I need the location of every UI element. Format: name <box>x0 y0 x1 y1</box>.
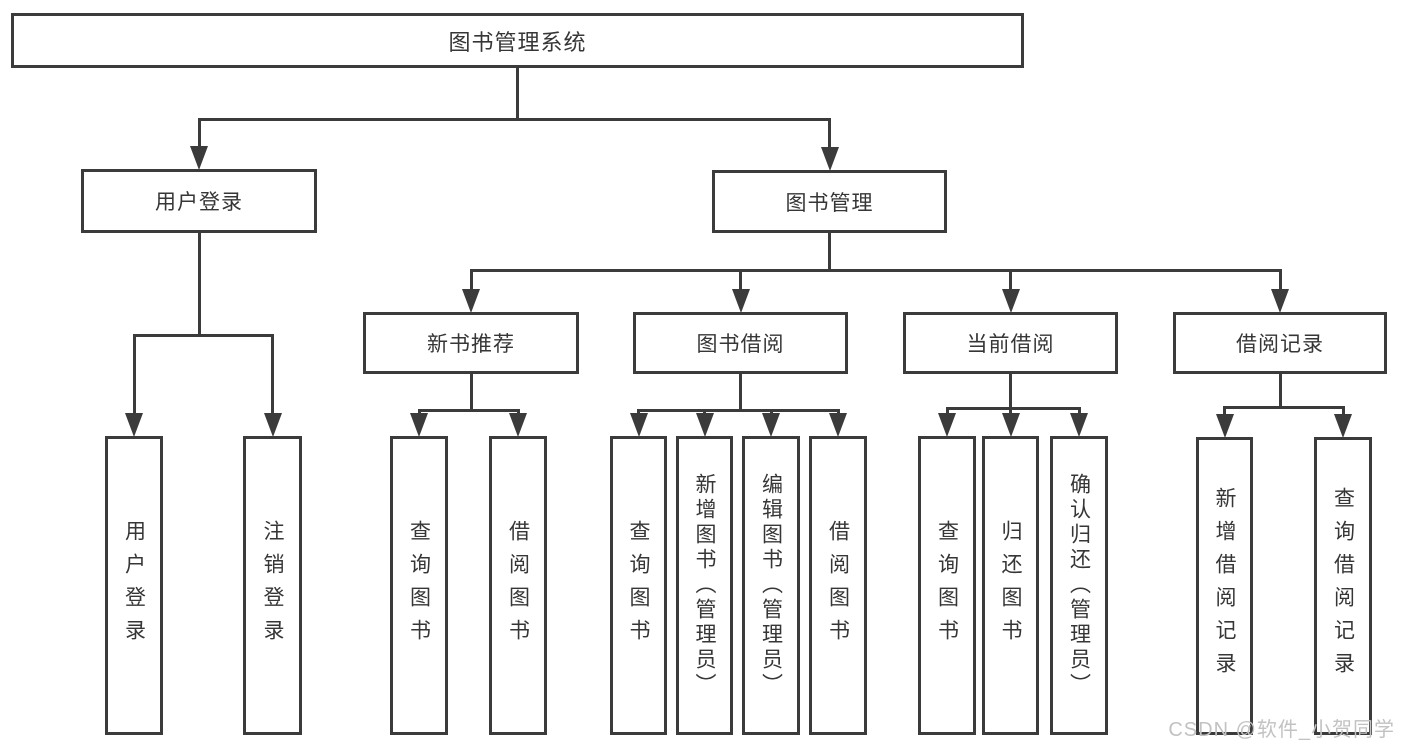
arrowhead-icon <box>938 413 956 437</box>
node-edit-books: 编辑图书（管理员） <box>742 436 800 735</box>
node-label: 查询借阅记录 <box>1331 487 1355 685</box>
node-label: 查询图书 <box>627 519 650 652</box>
arrowhead-icon <box>190 146 208 170</box>
node-query-books-1: 查询图书 <box>390 436 448 735</box>
node-borrow-records: 借阅记录 <box>1173 312 1387 374</box>
arrowhead-icon <box>1271 289 1289 313</box>
connector-line <box>828 119 831 152</box>
node-book-mgmt: 图书管理 <box>712 170 947 233</box>
connector-line <box>271 335 274 418</box>
connector-line <box>1009 374 1012 410</box>
node-current-borrow: 当前借阅 <box>903 312 1118 374</box>
arrowhead-icon <box>1215 414 1234 438</box>
node-label: 归还图书 <box>999 519 1022 652</box>
node-label: 查询图书 <box>407 519 431 652</box>
node-label: 编辑图书（管理员） <box>759 473 783 698</box>
arrowhead-icon <box>263 413 282 437</box>
node-label: 用户登录 <box>122 519 146 652</box>
node-add-books: 新增图书（管理员） <box>676 436 733 735</box>
node-label: 借阅记录 <box>1236 333 1324 356</box>
node-label: 确认归还（管理员） <box>1067 473 1091 698</box>
node-new-book-rec: 新书推荐 <box>363 312 579 374</box>
connector-line <box>1341 407 1345 419</box>
connector-line <box>516 68 519 121</box>
node-label: 当前借阅 <box>966 333 1055 356</box>
connector-line <box>1009 270 1012 294</box>
connector-line <box>417 408 520 412</box>
arrowhead-icon <box>629 413 648 437</box>
arrowhead-icon <box>820 147 839 171</box>
arrowhead-icon <box>1001 413 1020 437</box>
connector-line <box>132 333 274 337</box>
node-return-books: 归还图书 <box>982 436 1039 735</box>
node-label: 借阅图书 <box>826 519 850 652</box>
arrowhead-icon <box>410 413 428 437</box>
node-user-login: 用户登录 <box>81 169 317 233</box>
connector-line <box>1223 407 1226 419</box>
connector-line <box>469 268 1282 272</box>
node-label: 用户登录 <box>155 191 243 214</box>
node-label: 注销登录 <box>261 519 284 652</box>
node-borrow-books-1: 借阅图书 <box>489 436 547 735</box>
node-label: 新增图书（管理员） <box>693 473 716 698</box>
node-label: 借阅图书 <box>506 519 530 652</box>
node-query-borrow-record: 查询借阅记录 <box>1314 437 1372 735</box>
csdn-watermark: CSDN @软件_小贺同学 <box>1168 719 1395 741</box>
node-root: 图书管理系统 <box>11 13 1024 68</box>
node-query-books-2: 查询图书 <box>610 436 667 735</box>
connector-line <box>469 374 473 412</box>
node-login: 用户登录 <box>105 436 163 735</box>
node-book-borrow: 图书借阅 <box>633 312 848 374</box>
connector-line <box>637 408 840 412</box>
node-label: 新书推荐 <box>427 333 515 356</box>
connector-line <box>469 270 473 294</box>
arrowhead-icon <box>509 413 527 437</box>
node-label: 图书借阅 <box>696 333 785 356</box>
connector-line <box>1223 405 1345 409</box>
arrowhead-icon <box>731 289 750 313</box>
connector-line <box>1278 374 1282 409</box>
node-query-books-3: 查询图书 <box>918 436 976 735</box>
arrowhead-icon <box>762 413 780 437</box>
arrowhead-icon <box>1001 289 1020 313</box>
arrowhead-icon <box>1070 413 1088 437</box>
arrowhead-icon <box>125 413 143 437</box>
node-add-borrow-record: 新增借阅记录 <box>1196 437 1253 735</box>
connector-line <box>197 233 201 337</box>
arrowhead-icon <box>1334 414 1352 438</box>
node-label: 查询图书 <box>935 519 959 652</box>
node-label: 新增借阅记录 <box>1213 487 1236 685</box>
connector-line <box>739 270 742 294</box>
connector-line <box>945 406 1081 410</box>
connector-line <box>739 374 742 412</box>
connector-line <box>1278 270 1282 294</box>
node-label: 图书管理系统 <box>448 29 587 55</box>
node-logout: 注销登录 <box>243 436 302 735</box>
arrowhead-icon <box>829 413 847 437</box>
connector-line <box>197 119 201 151</box>
node-confirm-return: 确认归还（管理员） <box>1050 436 1108 735</box>
connector-line <box>828 233 831 272</box>
node-label: 图书管理 <box>785 191 874 215</box>
arrowhead-icon <box>462 289 480 313</box>
connector-line <box>197 117 831 121</box>
node-borrow-books-2: 借阅图书 <box>809 436 867 735</box>
arrowhead-icon <box>695 413 714 437</box>
connector-line <box>132 335 136 418</box>
